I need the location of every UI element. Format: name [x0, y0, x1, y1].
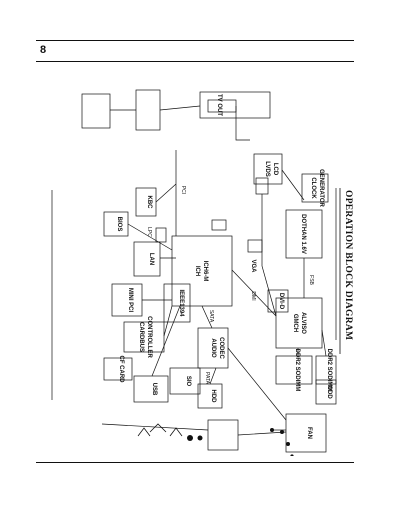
connector-dot-4 — [280, 430, 284, 434]
label-gmch: GMCH — [292, 314, 298, 332]
bus-label-dmi: DMI — [250, 291, 256, 300]
bus-pci — [142, 150, 177, 337]
jack-icon-2 — [169, 427, 183, 437]
label-audio-2: CODEC — [218, 337, 224, 359]
label-lan: LAN — [148, 253, 154, 265]
block-gmch — [275, 297, 323, 349]
bus-usb — [151, 305, 181, 377]
block-ieee — [163, 283, 191, 323]
connector-dot-5 — [286, 442, 290, 446]
block-dvi — [267, 289, 289, 313]
bus-vga — [261, 194, 277, 317]
label-audio: AUDIO — [210, 338, 216, 358]
jack-icon-3 — [137, 427, 151, 437]
block-sio — [169, 367, 201, 395]
bus-tp — [235, 106, 250, 141]
bus-label-fsb: FSB — [308, 275, 314, 285]
block-bios — [103, 211, 129, 237]
block-lan — [133, 241, 161, 277]
block-mini-pci — [111, 283, 143, 317]
label-lvds: LVDS — [264, 161, 270, 177]
bus-audio — [227, 347, 287, 421]
bus-label-pata: PATA — [204, 372, 210, 385]
bus-bottom — [101, 423, 287, 436]
block-cardbus — [123, 321, 165, 353]
label-bios: BIOS — [116, 217, 122, 232]
label-clock-2: GENERATOR — [318, 169, 324, 207]
label-cardbus: CARDBUS — [138, 322, 144, 352]
bus-lvds — [281, 169, 305, 201]
bus-mid — [159, 105, 201, 111]
label-ddr-b: DDR2 SODIMM — [326, 349, 332, 392]
bus-label-pci: PCI — [180, 186, 186, 194]
block-usb — [133, 375, 169, 403]
block-mid-module — [135, 89, 161, 131]
jack-icon-1 — [149, 423, 167, 433]
bus-memory — [297, 329, 327, 357]
connector-dot-6 — [290, 454, 294, 456]
label-gmch-2: ALVISO — [300, 312, 306, 334]
block-ddr-a — [275, 355, 313, 385]
label-ich: ICH — [194, 266, 200, 276]
block-fan — [285, 413, 327, 453]
label-cf: CF CARD — [118, 356, 124, 384]
block-diagram: DOTHAN 1.6V GMCH ALVISO ICH ICH6-M CLOCK… — [51, 89, 353, 456]
block-bottom-panel — [207, 419, 239, 451]
block-small-b — [211, 219, 227, 231]
label-usb: USB — [151, 383, 157, 396]
block-hdd — [197, 383, 223, 409]
label-ddr-a: DDR2 SODIMM — [294, 349, 300, 392]
block-left-module — [81, 93, 111, 129]
footer-rule — [36, 462, 354, 463]
bus-lpc — [127, 223, 173, 251]
label-vga: VGA — [250, 259, 256, 273]
block-small-c — [247, 239, 263, 253]
label-kbc: KBC — [146, 196, 152, 210]
label-mini-pci: MINI PCI — [127, 288, 133, 313]
block-tp-frame — [199, 91, 271, 119]
label-tv: TV OUT — [216, 94, 222, 116]
connector-dot-3 — [270, 428, 274, 432]
connector-dot-1 — [187, 435, 193, 441]
label-lvds-2: LCD — [272, 163, 278, 176]
label-fan: FAN — [306, 427, 312, 439]
bus-dmi — [231, 269, 277, 317]
label-cardbus-2: CONTROLLER — [146, 316, 152, 358]
block-vga-conn — [255, 177, 269, 195]
block-kbc — [135, 187, 157, 217]
label-hdd: HDD — [210, 390, 216, 404]
block-small-a — [155, 227, 167, 243]
block-cf — [103, 357, 133, 381]
label-ich-2: ICH6-M — [202, 261, 208, 282]
label-odd: ODD — [326, 385, 332, 399]
header-rule-top — [36, 40, 354, 41]
block-odd — [315, 379, 337, 405]
bus-label-sata: SATA — [208, 310, 214, 323]
bus-label-lpc: LPC — [146, 227, 152, 237]
header-rule-bottom — [36, 61, 354, 62]
diagram-title: OPERATION BLOCK DIAGRAM — [343, 190, 353, 340]
label-cpu: DOTHAN 1.6V — [300, 214, 306, 254]
bus-sata — [201, 305, 217, 385]
label-clock: CLOCK — [310, 177, 316, 199]
block-clock — [301, 173, 329, 203]
label-sio: SIO — [185, 376, 191, 387]
label-dvi: DVI-D — [278, 293, 284, 310]
connector-dot-2 — [197, 435, 203, 441]
label-ieee: IEEE1394 — [178, 289, 184, 317]
page-number: 8 — [40, 44, 47, 56]
